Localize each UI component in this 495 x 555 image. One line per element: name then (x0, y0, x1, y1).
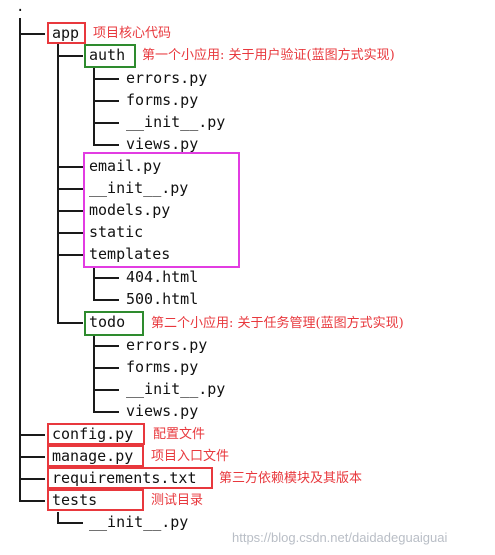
annotation-todo: 第二个小应用: 关于任务管理(蓝图方式实现) (151, 316, 404, 331)
root-marker: . (16, 0, 25, 15)
file-404-html: 404.html (126, 268, 199, 286)
annotation-requirements: 第三方依赖模块及其版本 (219, 471, 363, 486)
file-app-init: __init__.py (89, 179, 189, 197)
annotation-tests: 测试目录 (151, 493, 204, 508)
config-highlight-box (47, 423, 145, 445)
app-highlight-box (47, 22, 86, 44)
file-todo-init: __init__.py (126, 380, 226, 398)
file-tests-init: __init__.py (89, 513, 189, 531)
file-500-html: 500.html (126, 290, 199, 308)
folder-app: app (52, 24, 80, 42)
app-modules-highlight-box (83, 152, 240, 268)
file-todo-forms: forms.py (126, 358, 199, 376)
file-models: models.py (89, 201, 171, 219)
folder-static: static (89, 223, 144, 241)
auth-highlight-box (84, 44, 136, 68)
file-auth-errors: errors.py (126, 69, 208, 87)
annotation-app: 项目核心代码 (93, 26, 172, 41)
annotation-config: 配置文件 (153, 427, 206, 442)
folder-todo: todo (89, 313, 126, 331)
file-email: email.py (89, 157, 162, 175)
annotation-auth: 第一个小应用: 关于用户验证(蓝图方式实现) (142, 48, 395, 63)
watermark: https://blog.csdn.net/daidadeguaiguai (232, 530, 448, 545)
todo-highlight-box (84, 311, 144, 336)
file-config: config.py (52, 425, 134, 443)
folder-templates: templates (89, 245, 171, 263)
folder-tests: tests (52, 491, 98, 509)
file-manage: manage.py (52, 447, 134, 465)
file-auth-views: views.py (126, 135, 199, 153)
file-auth-forms: forms.py (126, 91, 199, 109)
requirements-highlight-box (47, 467, 213, 489)
file-auth-init: __init__.py (126, 113, 226, 131)
manage-highlight-box (47, 445, 144, 467)
tests-highlight-box (47, 489, 144, 511)
file-todo-views: views.py (126, 402, 199, 420)
file-todo-errors: errors.py (126, 336, 208, 354)
folder-auth: auth (89, 46, 126, 64)
file-requirements: requirements.txt (52, 469, 197, 487)
annotation-manage: 项目入口文件 (151, 449, 230, 464)
